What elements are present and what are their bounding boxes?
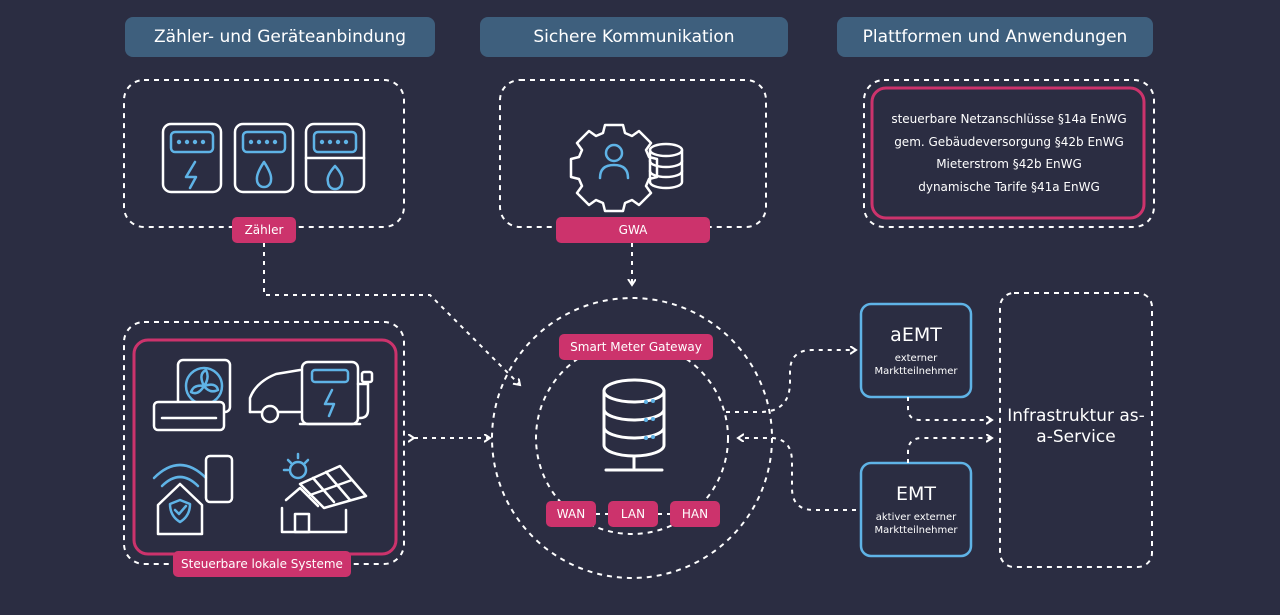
platform-item: steuerbare Netzanschlüsse §14a EnWG [891, 112, 1127, 126]
electric-car-charger-icon [248, 360, 374, 426]
infrastructure-box [999, 292, 1153, 568]
lan-tag: LAN [608, 501, 658, 527]
han-tag: HAN [670, 501, 720, 527]
solar-house-icon [280, 452, 368, 534]
heat-pump-icon [152, 358, 232, 432]
aemt-title: aEMT [890, 324, 942, 346]
meter-box [123, 79, 405, 228]
infrastructure-label: Infrastruktur as-a-Service [1007, 406, 1145, 447]
gateway-server-icon [602, 378, 666, 472]
platform-list: steuerbare Netzanschlüsse §14a EnWG gem.… [874, 108, 1144, 198]
gwa-box [499, 79, 767, 228]
aemt-to-infra-arrow [907, 397, 992, 420]
platform-list-frame [870, 86, 1146, 220]
local-systems-box [123, 321, 405, 565]
gwa-tag: GWA [556, 217, 710, 243]
smgw-to-aemt-arrow [726, 350, 856, 413]
gas-meter-icon [304, 122, 366, 194]
emt-subtitle: aktiver externer Marktteilnehmer [874, 512, 958, 536]
emt-to-infra-arrow [907, 438, 992, 463]
smart-home-icon [152, 454, 234, 536]
emt-title: EMT [895, 483, 936, 505]
column-header-secure-communication: Sichere Kommunikation [480, 17, 788, 57]
platform-box [863, 79, 1155, 228]
platform-item: gem. Gebäudeversorgung §42b EnWG [894, 134, 1124, 149]
meter-to-smgw-arrow [263, 243, 520, 385]
gwa-admin-icon [569, 123, 684, 213]
emt-to-smgw-arrow [738, 438, 856, 511]
aemt-frame [859, 302, 973, 399]
local-systems-frame [132, 338, 398, 556]
emt-frame [859, 461, 973, 558]
platform-item: Mieterstrom §42b EnWG [936, 157, 1082, 171]
local-systems-tag: Steuerbare lokale Systeme [173, 551, 351, 577]
platform-item: dynamische Tarife §41a EnWG [918, 179, 1100, 194]
meter-tag: Zähler [232, 217, 296, 243]
aemt-subtitle: externer Marktteilnehmer [874, 353, 958, 377]
electricity-meter-icon [161, 122, 223, 194]
column-header-platforms: Plattformen und Anwendungen [837, 17, 1153, 57]
column-header-meter-binding: Zähler- und Geräteanbindung [125, 17, 435, 57]
wan-tag: WAN [546, 501, 596, 527]
smgw-tag: Smart Meter Gateway [559, 334, 713, 360]
water-meter-icon [233, 122, 295, 194]
